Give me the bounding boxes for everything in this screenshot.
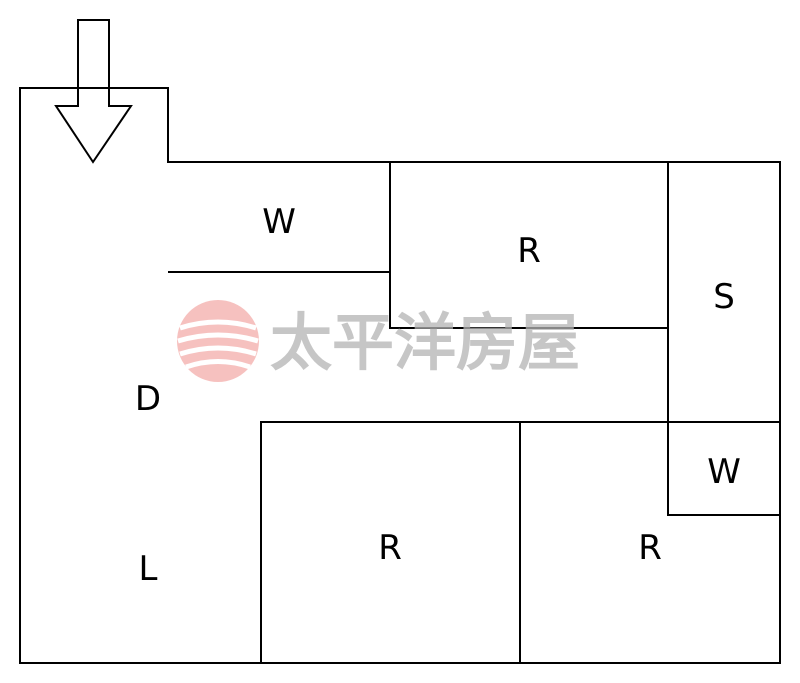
wall-lower-top: [260, 421, 780, 663]
room-label-r2: R: [378, 528, 402, 568]
room-label-w1: W: [262, 202, 296, 242]
room-label-s1: S: [713, 277, 735, 317]
arrow-down-icon: [54, 19, 133, 164]
wall-r1: [389, 162, 669, 329]
room-label-r1: R: [517, 231, 541, 271]
wall-w2: [667, 422, 780, 516]
room-label-w2: W: [707, 452, 741, 492]
outer-wall: [19, 87, 781, 664]
globe-logo-icon: [177, 300, 259, 382]
room-label-l1: L: [139, 549, 158, 589]
watermark-text: 太平洋房屋: [270, 306, 580, 379]
room-label-d1: D: [135, 379, 161, 419]
room-label-r3: R: [638, 528, 662, 568]
